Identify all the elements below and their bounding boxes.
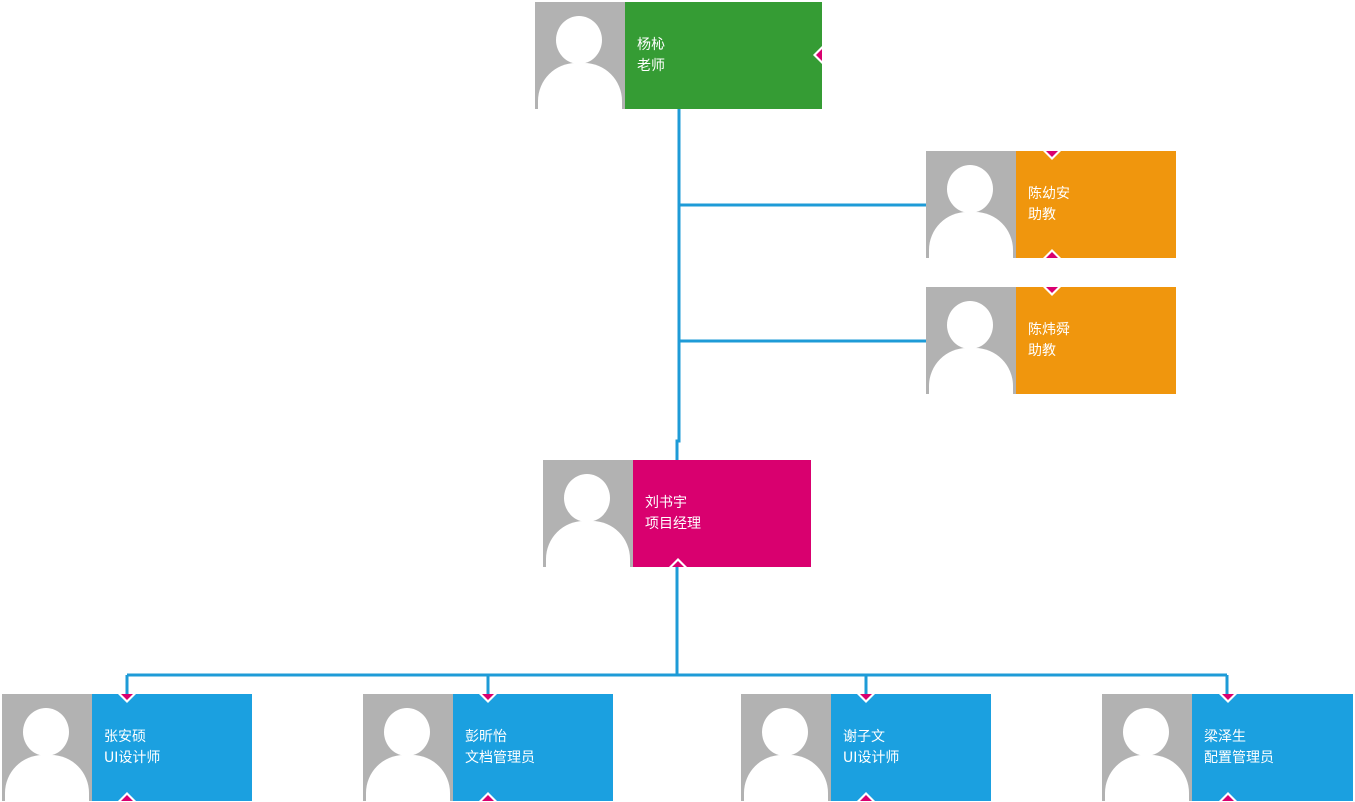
expand-marker-icon[interactable] <box>1222 795 1234 801</box>
collapse-marker-icon[interactable] <box>1046 151 1058 157</box>
node-assistant-2[interactable]: 陈炜舜 助教 <box>926 287 1176 394</box>
collapse-marker-icon[interactable] <box>816 49 822 61</box>
collapse-marker-icon[interactable] <box>1046 287 1058 293</box>
node-role: 老师 <box>637 58 665 74</box>
node-role: 助教 <box>1028 343 1056 359</box>
collapse-marker-icon[interactable] <box>482 694 494 700</box>
node-role: UI设计师 <box>843 750 900 766</box>
collapse-marker-icon[interactable] <box>860 694 872 700</box>
person-avatar-icon <box>926 287 1016 394</box>
node-teacher[interactable]: 杨杺 老师 <box>535 2 822 109</box>
node-name: 陈炜舜 <box>1028 322 1070 338</box>
expand-marker-icon[interactable] <box>860 795 872 801</box>
collapse-marker-icon[interactable] <box>121 694 133 700</box>
expand-marker-icon[interactable] <box>482 795 494 801</box>
person-avatar-icon <box>741 694 831 801</box>
node-role: 配置管理员 <box>1204 750 1274 766</box>
node-assistant-1[interactable]: 陈幼安 助教 <box>926 151 1176 258</box>
node-name: 梁泽生 <box>1204 729 1246 745</box>
node-role: 助教 <box>1028 207 1056 223</box>
person-avatar-icon <box>1102 694 1192 801</box>
node-manager[interactable]: 刘书宇 项目经理 <box>543 460 811 567</box>
node-name: 谢子文 <box>843 729 885 745</box>
person-avatar-icon <box>2 694 92 801</box>
node-role: 项目经理 <box>645 516 701 532</box>
node-name: 彭昕怡 <box>465 729 507 745</box>
person-avatar-icon <box>535 2 625 109</box>
node-member-1[interactable]: 张安硕 UI设计师 <box>2 694 252 801</box>
collapse-marker-icon[interactable] <box>1222 694 1234 700</box>
node-member-3[interactable]: 谢子文 UI设计师 <box>741 694 991 801</box>
expand-marker-icon[interactable] <box>121 795 133 801</box>
node-name: 杨杺 <box>637 37 665 53</box>
node-role: 文档管理员 <box>465 750 535 766</box>
node-name: 张安硕 <box>104 729 146 745</box>
person-avatar-icon <box>926 151 1016 258</box>
person-avatar-icon <box>543 460 633 567</box>
expand-marker-icon[interactable] <box>1046 252 1058 258</box>
person-avatar-icon <box>363 694 453 801</box>
connector-teacher-to-manager <box>675 108 681 461</box>
node-member-2[interactable]: 彭昕怡 文档管理员 <box>363 694 613 801</box>
expand-marker-icon[interactable] <box>672 561 684 567</box>
node-member-4[interactable]: 梁泽生 配置管理员 <box>1102 694 1353 801</box>
node-name: 刘书宇 <box>645 495 687 511</box>
node-name: 陈幼安 <box>1028 186 1070 202</box>
node-role: UI设计师 <box>104 750 161 766</box>
